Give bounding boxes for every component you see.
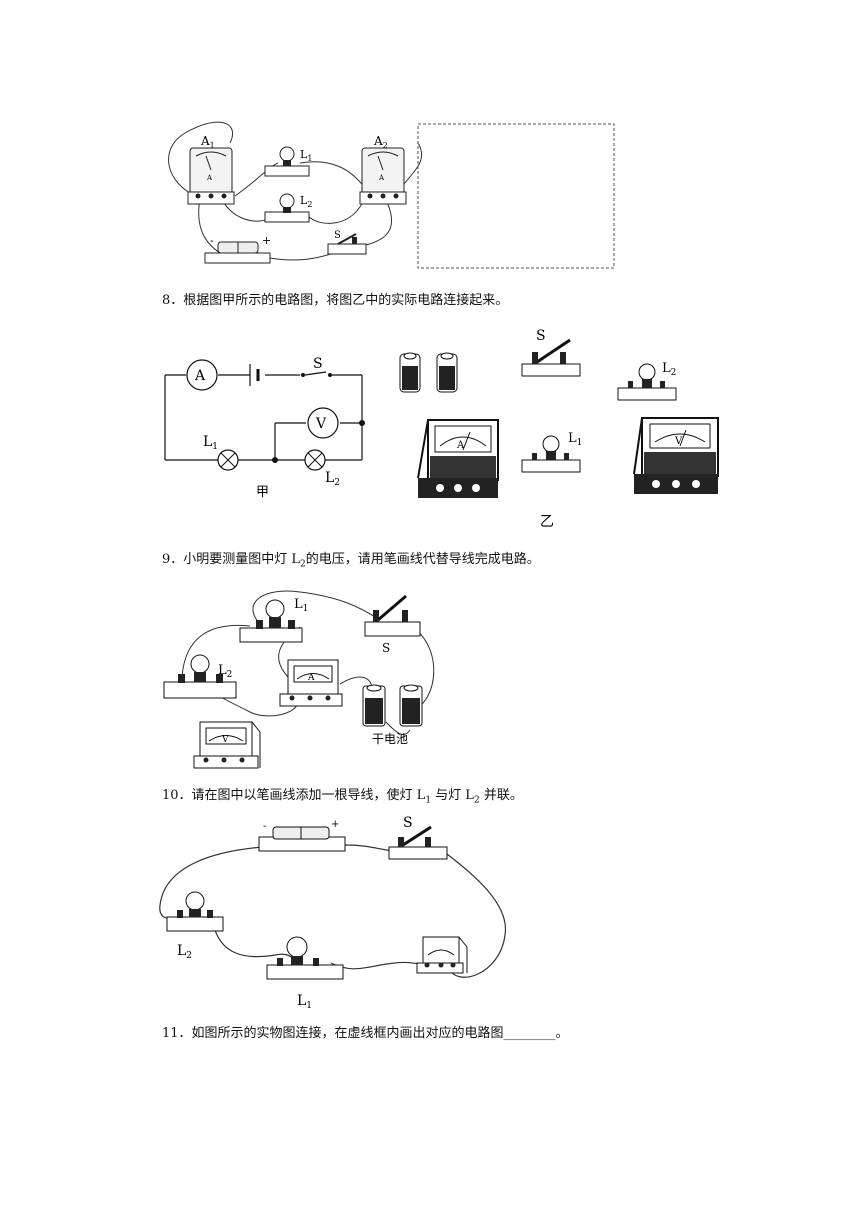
switch-icon — [327, 233, 367, 255]
real-switch-icon — [521, 338, 581, 377]
real-l1-label: L1 — [568, 431, 582, 448]
a2-face-letter: A — [378, 174, 385, 182]
q10-minus: - — [263, 821, 266, 832]
circuit-diagram-jia — [164, 371, 363, 461]
q10-switch-icon — [388, 825, 448, 860]
figure-8: A V S L1 L2 甲 S L2 — [164, 328, 719, 530]
question-11-number: 11． — [162, 1026, 192, 1041]
q10-battery-icon — [258, 826, 346, 852]
voltmeter-symbol-label: V — [315, 416, 327, 432]
question-9-number: 9． — [162, 552, 184, 567]
real-ammeter-icon — [417, 419, 499, 498]
question-10-sub-1: 1 — [425, 795, 432, 806]
q10-l2-label: L2 — [177, 943, 192, 961]
voltmeter-symbol-icon — [307, 407, 339, 439]
diagram-l1-label: L1 — [203, 434, 218, 452]
battery-minus: - — [210, 234, 214, 247]
figure-1-circuit: A1 A L1 L2 A2 A - + S — [168, 121, 615, 269]
question-8-text: 根据图甲所示的电路图，将图乙中的实际电路连接起来。 — [183, 293, 509, 308]
question-8: 8．根据图甲所示的电路图，将图乙中的实际电路连接起来。 — [162, 292, 508, 310]
question-9: 9．小明要测量图中灯 L2的电压，请用笔画线代替导线完成电路。 — [162, 551, 540, 569]
q9-l1-label: L1 — [294, 597, 308, 614]
question-10: 10．请在图中以笔画线添加一根导线，使灯 L1 与灯 L2 并联。 — [162, 787, 523, 805]
label-yi: 乙 — [540, 514, 554, 530]
q9-ammeter-icon — [279, 659, 343, 707]
figure-9: L1 S L2 A 干电池 V — [163, 590, 435, 769]
real-l2-label: L2 — [662, 361, 676, 378]
real-lamp-l2-icon — [617, 363, 677, 401]
figure-10: - + S L2 L1 — [159, 815, 507, 1011]
q9-l2-label: L2 — [218, 663, 232, 680]
question-11: 11．如图所示的实物图连接，在虚线框内画出对应的电路图________。 — [162, 1025, 569, 1043]
ammeter-a2-icon — [359, 147, 407, 205]
q9-lamp-l1-icon — [239, 599, 303, 643]
q10-meter-icon — [416, 936, 468, 974]
l2-label: L2 — [300, 194, 312, 209]
a1-label: A1 — [200, 134, 215, 150]
real-voltmeter-icon — [633, 417, 719, 494]
ammeter-symbol-icon — [186, 359, 218, 391]
switch-label: S — [334, 230, 341, 241]
q10-lamp-l2-icon — [166, 891, 224, 932]
q9-s-label: S — [382, 641, 390, 655]
lamp-l1-icon — [264, 146, 310, 177]
q9-ammeter-letter: A — [307, 673, 315, 683]
question-10-sub-2: 2 — [473, 795, 480, 806]
label-jia: 甲 — [256, 485, 269, 500]
q10-l1-label: L1 — [297, 993, 312, 1011]
a2-label: A2 — [373, 134, 388, 150]
answer-dashed-box[interactable] — [417, 123, 615, 269]
q9-battery-icon — [362, 684, 423, 727]
diagram-l2-label: L2 — [325, 470, 340, 488]
battery-plus: + — [262, 234, 271, 247]
q9-battery-label: 干电池 — [372, 732, 408, 746]
question-10-text-c: 并联。 — [479, 788, 523, 803]
real-s-label: S — [536, 328, 546, 344]
ammeter-symbol-label: A — [194, 368, 206, 384]
question-10-text-b: 与灯 L — [431, 788, 474, 803]
ammeter-a1-icon — [187, 147, 235, 205]
real-ammeter-letter: A — [456, 440, 465, 451]
diagram-s-label: S — [313, 356, 323, 372]
question-9-sub: 2 — [300, 559, 306, 570]
q9-switch-icon — [364, 594, 421, 637]
question-9-text-b: 的电压，请用笔画线代替导线完成电路。 — [305, 552, 540, 567]
q10-plus: + — [331, 819, 339, 830]
a1-face-letter: A — [206, 174, 213, 182]
battery-cells-icon — [399, 352, 458, 393]
lamp-l2-icon — [264, 193, 310, 223]
question-9-text-a: 小明要测量图中灯 L — [183, 552, 301, 567]
lamp-l1-symbol-icon — [217, 449, 239, 471]
question-11-text: 如图所示的实物图连接，在虚线框内画出对应的电路图________。 — [191, 1026, 569, 1041]
question-10-number: 10． — [162, 788, 192, 803]
real-voltmeter-letter: V — [674, 436, 683, 447]
q9-voltmeter-icon — [193, 721, 261, 769]
q10-s-label: S — [403, 815, 413, 831]
q9-voltmeter-letter: V — [221, 735, 229, 745]
question-10-text-a: 请在图中以笔画线添加一根导线，使灯 L — [191, 788, 426, 803]
l1-label: L1 — [300, 148, 312, 163]
lamp-l2-symbol-icon — [304, 449, 326, 471]
q10-lamp-l1-icon — [266, 936, 344, 980]
question-8-number: 8． — [162, 293, 184, 308]
battery-icon — [204, 241, 271, 264]
q9-lamp-l2-icon — [163, 654, 237, 699]
real-lamp-l1-icon — [521, 435, 581, 473]
